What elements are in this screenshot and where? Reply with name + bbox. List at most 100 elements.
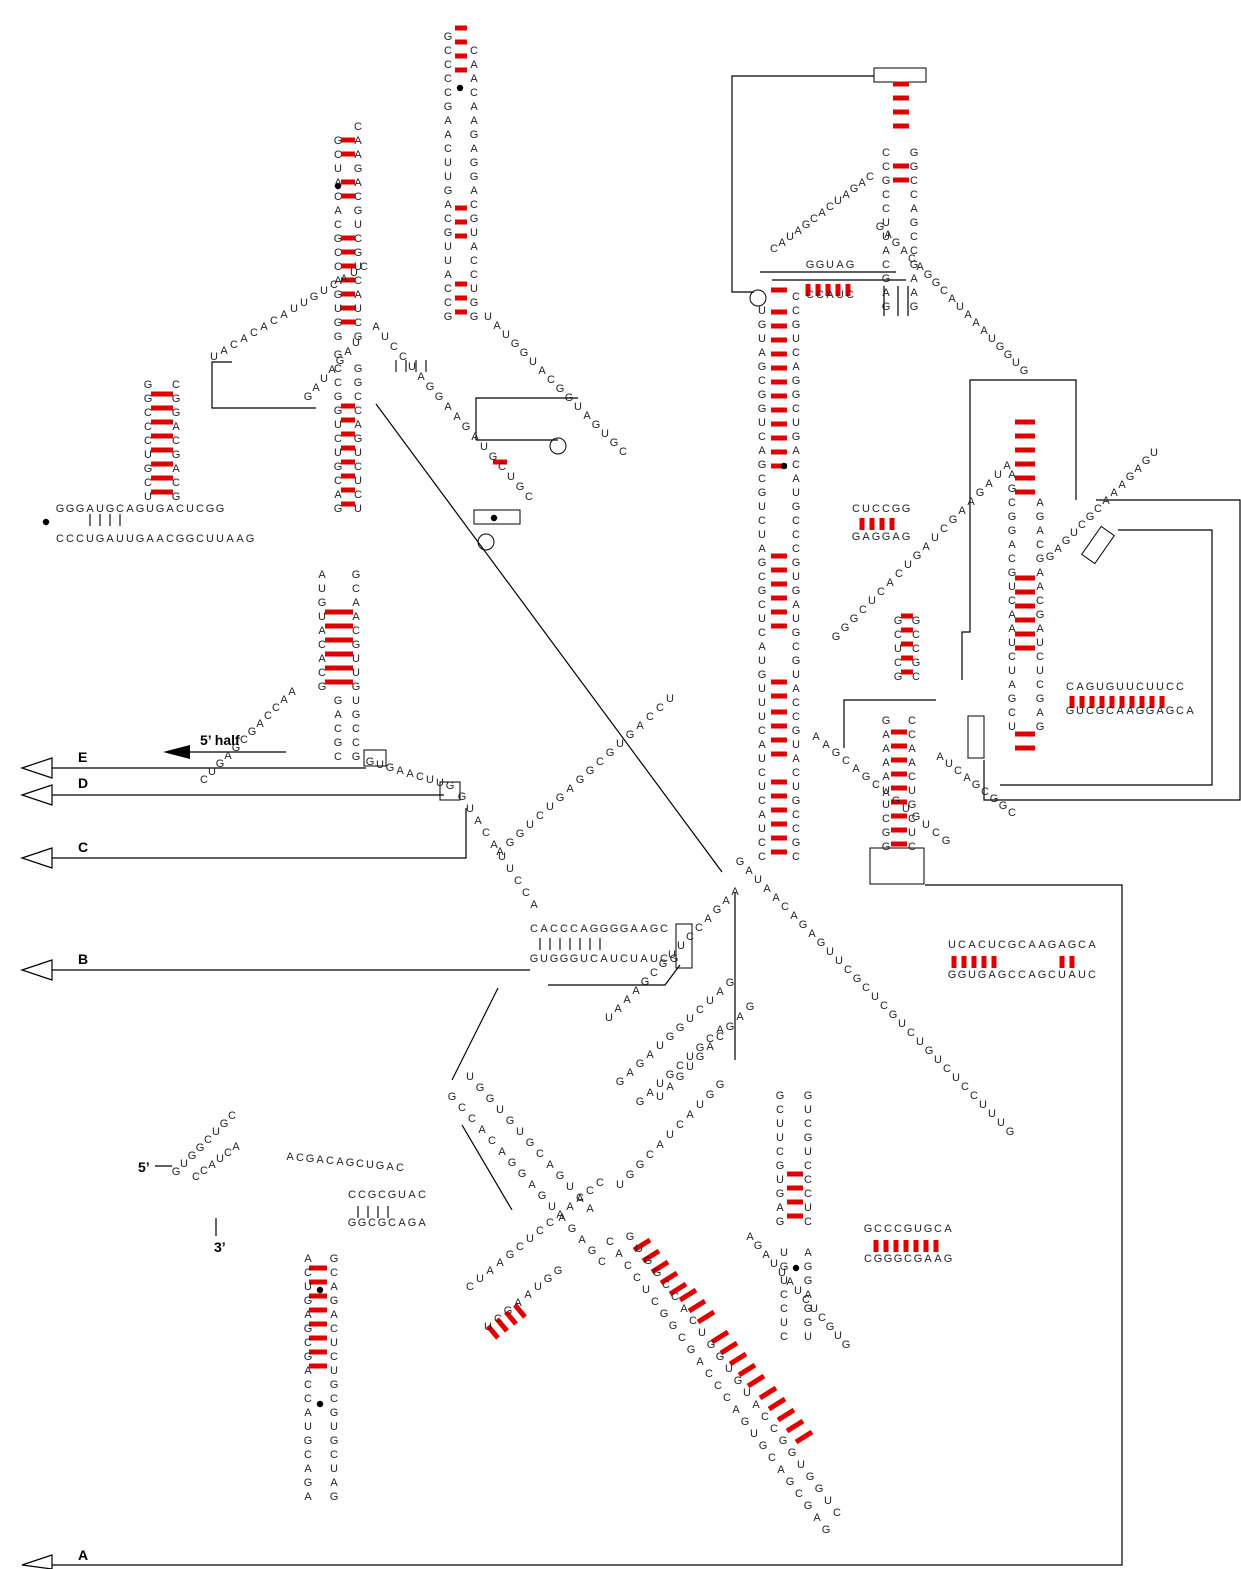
box-top-right <box>873 67 927 83</box>
nucleotide: U <box>320 285 328 297</box>
nucleotide: C <box>671 1291 679 1303</box>
nucleotide: C <box>200 1165 208 1177</box>
nucleotide: G <box>713 904 722 916</box>
watson-crick-pair <box>794 1429 814 1445</box>
nucleotide: U <box>630 953 638 965</box>
nucleotide: C <box>516 1241 524 1253</box>
nucleotide: G <box>660 1308 669 1320</box>
nucleotide: U <box>146 503 154 515</box>
nucleotide: A <box>304 1407 312 1419</box>
nucleotide: C <box>804 1216 812 1228</box>
nucleotide: C <box>908 715 916 727</box>
nucleotide: U <box>656 1091 664 1103</box>
nucleotide: U <box>526 819 534 831</box>
nucleotide: G <box>388 1189 397 1201</box>
nucleotide: C <box>1008 497 1016 509</box>
nucleotide: G <box>520 347 529 359</box>
nucleotide: G <box>804 1132 813 1144</box>
nucleotide: C <box>961 1081 969 1093</box>
nucleotide: U <box>780 1247 788 1259</box>
nucleotide: G <box>470 129 479 141</box>
nucleotide: G <box>882 301 891 313</box>
nucleotide: U <box>758 417 766 429</box>
nucleotide: G <box>144 463 153 475</box>
nucleotide: G <box>620 923 629 935</box>
nucleotide: G <box>792 375 801 387</box>
nucleotide: A <box>1110 487 1118 499</box>
nucleotide: G <box>804 1275 813 1287</box>
nucleotide: C <box>758 725 766 737</box>
nucleotide: U <box>334 163 342 175</box>
nucleotide: A <box>944 1223 952 1235</box>
box-e <box>363 749 387 767</box>
nucleotide: C <box>1008 707 1016 719</box>
nucleotide: G <box>910 301 919 313</box>
nucleotide: A <box>936 751 944 763</box>
nucleotide: U <box>778 1267 786 1279</box>
watson-crick-pair <box>495 1317 509 1333</box>
nucleotide: C <box>444 87 452 99</box>
nucleotide: C <box>706 1033 714 1045</box>
nucleotide: G <box>248 726 257 738</box>
nucleotide: A <box>882 771 890 783</box>
nucleotide: G <box>196 1142 205 1154</box>
nucleotide: C <box>330 279 338 291</box>
nucleotide: U <box>1008 721 1016 733</box>
nucleotide: G <box>334 233 343 245</box>
nucleotide: U <box>635 1243 643 1255</box>
nucleotide: A <box>498 1146 506 1158</box>
nucleotide: U <box>354 261 362 273</box>
nucleotide: G <box>1008 483 1017 495</box>
nucleotide: A <box>792 361 800 373</box>
nucleotide: A <box>256 718 264 730</box>
nucleotide: U <box>916 1036 924 1048</box>
nucleotide: G <box>776 1188 785 1200</box>
nucleotide: G <box>884 1253 893 1265</box>
nucleotide: U <box>208 766 216 778</box>
nucleotide: U <box>956 301 964 313</box>
nucleotide: U <box>908 827 916 839</box>
nucleotide: A <box>963 772 971 784</box>
nucleotide: C <box>758 431 766 443</box>
nucleotide: G <box>565 392 574 404</box>
nucleotide: G <box>354 363 363 375</box>
nucleotide: G <box>354 247 363 259</box>
nucleotide: C <box>348 1189 356 1201</box>
nucleotide: C <box>826 201 834 213</box>
nucleotide: G <box>610 437 619 449</box>
nucleotide: G <box>792 431 801 443</box>
nucleotide: A <box>646 1049 654 1061</box>
nucleotide: C <box>656 702 664 714</box>
nucleotide: U <box>381 331 389 343</box>
nucleotide: G <box>462 421 471 433</box>
nucleotide: A <box>578 1234 586 1246</box>
nucleotide: C <box>304 1379 312 1391</box>
nucleotide: G <box>354 163 363 175</box>
nucleotide: C <box>354 317 362 329</box>
label-a: A <box>78 1547 88 1563</box>
nucleotide: G <box>172 491 181 503</box>
nucleotide: A <box>640 953 648 965</box>
nucleotide: A <box>706 1041 714 1053</box>
nucleotide: C <box>388 1217 396 1229</box>
nucleotide: C <box>304 1337 312 1349</box>
nucleotide: C <box>1176 681 1184 693</box>
nucleotide: G <box>592 419 601 431</box>
nucleotide: A <box>836 259 844 271</box>
nucleotide: G <box>352 569 361 581</box>
nucleotide: U <box>642 1284 650 1296</box>
nucleotide: C <box>907 1027 915 1039</box>
nucleotide: G <box>746 1001 755 1013</box>
nucleotide: U <box>792 571 800 583</box>
nucleotide: C <box>954 765 962 777</box>
nucleotide: A <box>882 729 890 741</box>
nucleotide: G <box>842 1339 851 1351</box>
nucleotide: C <box>196 533 204 545</box>
nucleotide: G <box>1126 471 1135 483</box>
